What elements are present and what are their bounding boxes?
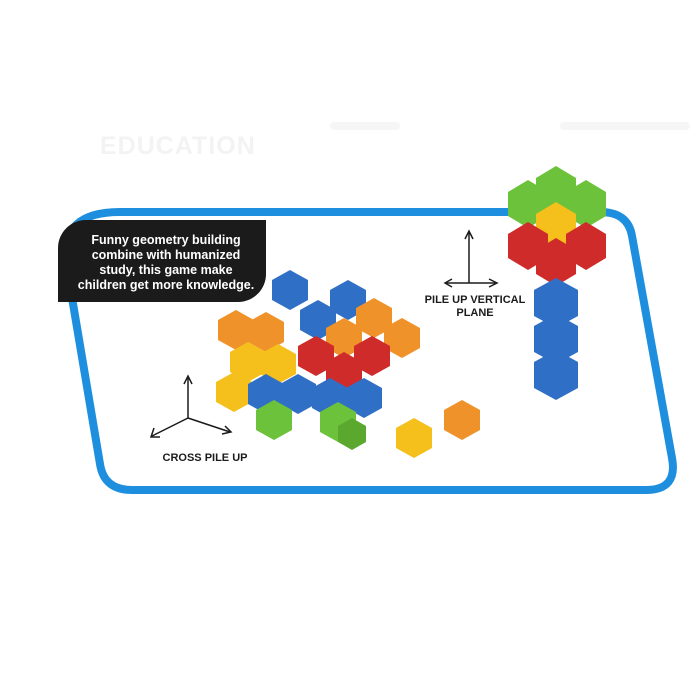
hexagon-block [248,312,284,352]
vertical-hexagon-tower [508,166,606,400]
callout-line: Funny geometry building [91,233,241,247]
hexagon-block [256,400,292,440]
hexagon-block [280,374,316,414]
hexagon-block [534,350,578,400]
callout-line: study, this game make [99,263,233,277]
vertical-label-line: PILE UP VERTICAL [424,294,526,306]
hexagon-block [346,378,382,418]
faint-decoration [330,122,400,130]
cross-pile-up-label: CROSS PILE UP [162,452,248,464]
vertical-plane-label: PILE UP VERTICAL PLANE [420,294,530,320]
callout-line: children get more knowledge. [77,278,255,292]
hexagon-block [298,336,334,376]
hexagon-block [396,418,432,458]
hexagon-block [536,166,576,214]
hexagon-block [384,318,420,358]
hexagon-block [216,372,252,412]
hexagon-block [356,298,392,338]
watermark-text: EDUCATION [100,132,256,160]
left-hexagon-cluster [216,270,480,458]
hexagon-block [534,314,578,364]
hexagon-block [534,278,578,328]
hexagon-block [272,270,308,310]
vertical-label-line: PLANE [456,307,494,319]
description-callout: Funny geometry building combine with hum… [58,220,266,302]
hexagon-block [536,238,576,286]
faint-decoration [560,122,690,130]
hexagon-block [260,344,296,384]
axis-arrows-cross [149,374,233,438]
axis-arrows-vertical [443,229,499,288]
hexagon-block [338,418,366,450]
hexagon-block [230,342,266,382]
hexagon-block [326,318,362,358]
callout-line: combine with humanized [91,248,241,262]
hexagon-block [354,336,390,376]
hexagon-block [444,400,480,440]
hexagon-block [218,310,254,350]
